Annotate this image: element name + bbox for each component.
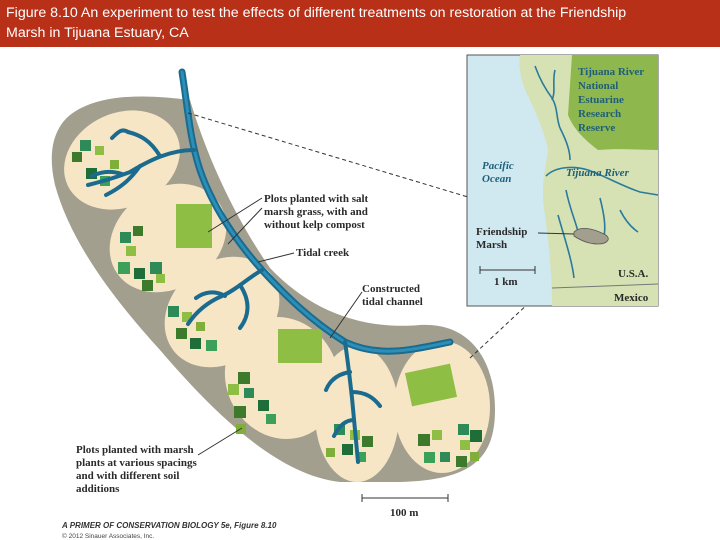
copyright: © 2012 Sinauer Associates, Inc. — [62, 532, 154, 540]
marsh-label-line2: Marsh — [476, 239, 507, 251]
usa-label: U.S.A. — [618, 268, 649, 280]
inset-rivers — [534, 65, 659, 279]
leader-lines — [197, 197, 363, 456]
border-line — [551, 283, 659, 289]
river-label: Tijuana River — [566, 167, 630, 179]
salt-plot-3 — [404, 363, 458, 407]
salt-plot-1 — [176, 204, 212, 248]
inset-reserve — [568, 55, 658, 150]
scale-100m-label: 100 m — [390, 507, 418, 519]
label-marsh-plants-line4: additions — [76, 483, 120, 495]
mexico-label: Mexico — [614, 292, 649, 304]
label-constructed-line2: tidal channel — [362, 296, 423, 308]
reserve-line3: Estuarine — [578, 94, 624, 106]
reserve-line2: National — [578, 80, 618, 92]
tidal-creeks — [86, 128, 382, 464]
label-marsh-plants-line3: and with different soil — [76, 470, 179, 482]
label-tidal-creek: Tidal creek — [296, 247, 350, 259]
figure-title-line2: Marsh in Tijuana Estuary, CA — [6, 25, 189, 41]
label-marsh-plants-line2: plants at various spacings — [76, 457, 197, 469]
label-constructed-line1: Constructed — [362, 283, 420, 295]
figure-title-line1: Figure 8.10 An experiment to test the ef… — [6, 5, 627, 21]
label-salt-marsh-line2: marsh grass, with and — [264, 206, 368, 218]
inset-scale-bar — [479, 266, 536, 274]
book-credit: A PRIMER OF CONSERVATION BIOLOGY 5e, Fig… — [61, 521, 277, 530]
reserve-line1: Tijuana River — [578, 66, 644, 78]
ocean-line2: Ocean — [482, 173, 511, 185]
label-salt-marsh-line3: without kelp compost — [264, 219, 365, 231]
label-salt-marsh-line1: Plots planted with salt — [264, 193, 369, 205]
inset-map: Tijuana River National Estuarine Researc… — [466, 54, 659, 307]
inset-friendship-marsh — [573, 228, 609, 245]
scale-bar-100m — [361, 494, 449, 502]
label-marsh-plants-line1: Plots planted with marsh — [76, 444, 194, 456]
ocean-line1: Pacific — [482, 160, 514, 172]
reserve-line4: Research — [578, 108, 621, 120]
title-bar: Figure 8.10 An experiment to test the ef… — [0, 0, 720, 47]
cell-5 — [315, 346, 399, 482]
salt-plot-2 — [278, 329, 322, 363]
inset-scale-label: 1 km — [494, 276, 518, 288]
reserve-line5: Reserve — [578, 122, 615, 134]
marsh-label-line1: Friendship — [476, 226, 527, 238]
salt-marsh-plots — [176, 204, 458, 407]
marsh-plant-plots — [72, 140, 482, 467]
figure-title: Figure 8.10 An experiment to test the ef… — [6, 3, 718, 43]
